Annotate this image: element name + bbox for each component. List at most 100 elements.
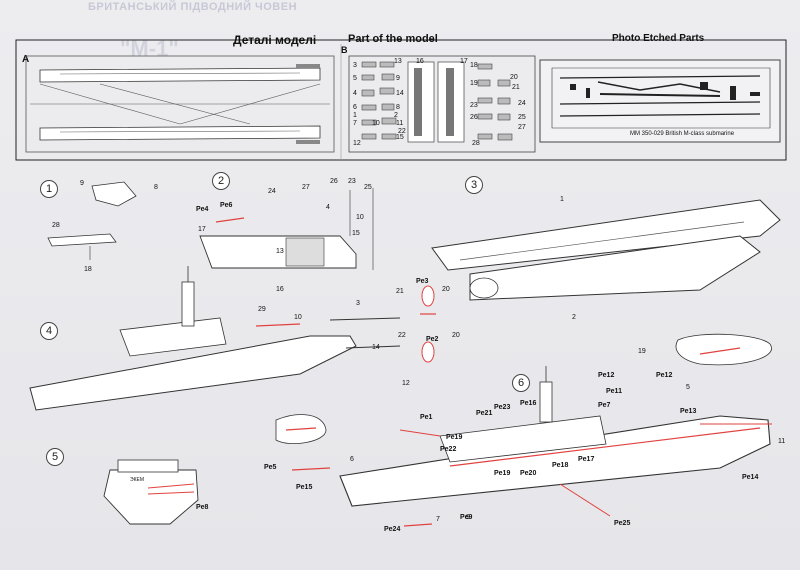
pe-fret-caption: MM 350-029 British M-class submarine [630,131,735,137]
part-label: 7 [436,516,440,523]
sprue-b-num: 23 [470,102,478,109]
sprue-b-num: 17 [460,58,468,65]
part-label: 6 [350,456,354,463]
sprue-b-num: 20 [510,74,518,81]
ghost-title: БРИТАНСЬКИЙ ПІДВОДНИЙ ЧОВЕН [88,1,298,13]
title-en: Part of the model [348,33,438,45]
part-label: 28 [52,222,60,229]
part-label: 17 [198,226,206,233]
part-label: 13 [276,248,284,255]
part-label: 21 [396,288,404,295]
pe-label: Pe17 [578,456,595,463]
sprue-b-num: 28 [472,140,480,147]
sprue-b-num: 22 [398,128,406,135]
part-label: 19 [638,348,646,355]
part-label: 10 [356,214,364,221]
part-label: 14 [372,344,380,351]
part-label: 11 [778,438,786,445]
part-label: 2 [572,314,576,321]
hull-marking: ЭКЕМ [130,477,145,483]
pe-label: Pe22 [440,446,457,453]
part-label: 27 [302,184,310,191]
sprue-b-num: 25 [518,114,526,121]
sprue-b-num: 2 [394,112,398,119]
pe-label: Pe7 [598,402,611,409]
step-1-marker: 1 [40,180,58,198]
pe-label: Pe2 [426,336,439,343]
sprue-b-num: 18 [470,62,478,69]
pe-label: Pe25 [614,520,631,527]
part-label: 1 [560,196,564,203]
sprue-b-num: 3 [353,62,357,69]
sprue-b-num: 16 [416,58,424,65]
part-label: 15 [352,230,360,237]
sprue-b-num: 26 [470,114,478,121]
sprue-b-num: 21 [512,84,520,91]
pe-label: Pe20 [520,470,537,477]
pe-label: Pe15 [296,484,313,491]
sprue-b-num: 11 [396,120,404,127]
sprue-b-num: 5 [353,75,357,82]
pe-label: Pe6 [220,202,233,209]
pe-label: Pe12 [656,372,673,379]
step-2-marker: 2 [212,172,230,190]
part-label: 22 [398,332,406,339]
sprue-b-num: 12 [353,140,361,147]
ghost-model-name: "M-1" [120,36,179,61]
pe-label: Pe1 [420,414,433,421]
sprue-b-num: 14 [396,90,404,97]
pe-label: Pe9 [460,514,473,521]
title-pe: Photo Etched Parts [612,33,705,44]
sprue-b-num: 9 [396,75,400,82]
part-label: 25 [364,184,372,191]
part-label: 5 [686,384,690,391]
sprue-b-num: 8 [396,104,400,111]
part-label: 10 [294,314,302,321]
sprue-b-num: 4 [353,90,357,97]
sprue-b-num: 1 [353,112,357,119]
pe-label: Pe19 [446,434,463,441]
pe-label: Pe12 [598,372,615,379]
pe-label: Pe21 [476,410,493,417]
part-label: 9 [466,514,470,521]
pe-label: Pe4 [196,206,209,213]
step-6-marker: 6 [512,374,530,392]
pe-label: Pe23 [494,404,511,411]
pe-label: Pe19 [494,470,511,477]
pe-label: Pe14 [742,474,759,481]
pe-label: Pe13 [680,408,697,415]
part-label: 4 [326,204,330,211]
part-label: 18 [84,266,92,273]
part-label: 9 [80,180,84,187]
part-label: 24 [268,188,276,195]
part-label: 12 [402,380,410,387]
sprue-b-num: 7 [353,120,357,127]
part-label: 8 [154,184,158,191]
sprue-b-num: 27 [518,124,526,131]
pe-label: Pe18 [552,462,569,469]
sprue-b-num: 10 [372,120,380,127]
part-label: 26 [330,178,338,185]
step-3-marker: 3 [465,176,483,194]
step-4-marker: 4 [40,322,58,340]
pe-label: Pe3 [416,278,429,285]
sprue-b-num: 19 [470,80,478,87]
part-label: 20 [442,286,450,293]
pe-label: Pe5 [264,464,277,471]
pe-label: Pe11 [606,388,622,395]
part-label: 29 [258,306,266,313]
part-label: 23 [348,178,356,185]
sprue-b-num: 6 [353,104,357,111]
part-label: 20 [452,332,460,339]
step-5-marker: 5 [46,448,64,466]
part-label: 16 [276,286,284,293]
sprue-b-num: 13 [394,58,402,65]
title-ua: Деталі моделі [233,33,317,47]
pe-label: Pe8 [196,504,209,511]
part-label: 3 [356,300,360,307]
sprue-b-num: 15 [396,134,404,141]
pe-label: Pe16 [520,400,537,407]
